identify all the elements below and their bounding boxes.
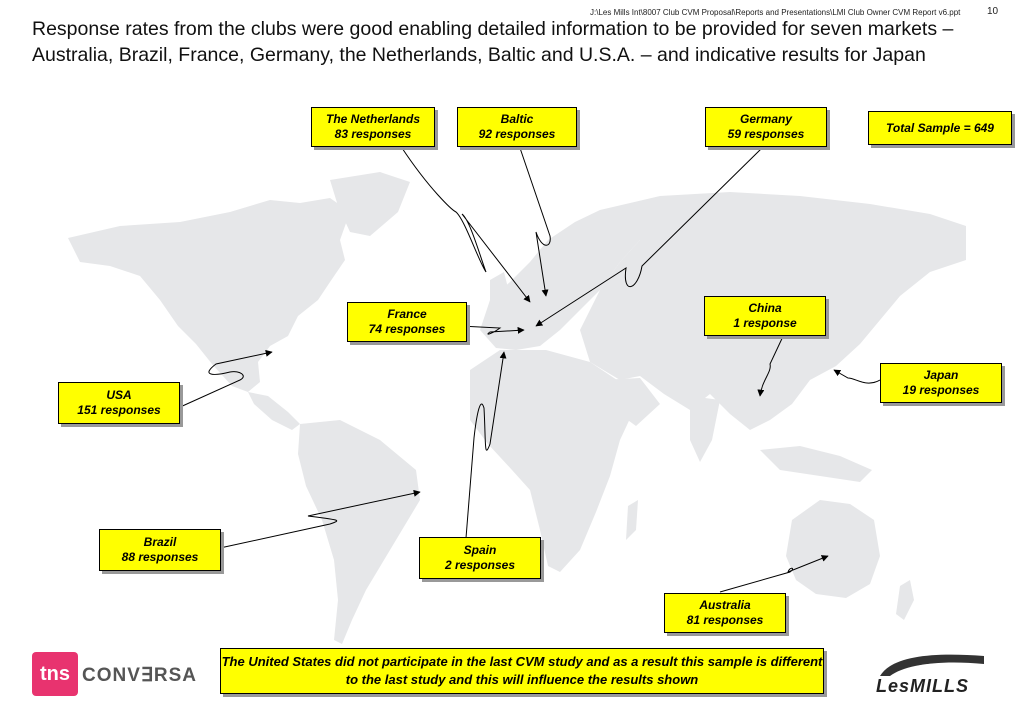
callout-baltic: Baltic 92 responses xyxy=(457,107,577,147)
arabia xyxy=(600,378,660,426)
australia-land xyxy=(786,500,880,598)
japan-land xyxy=(836,306,856,352)
arrow-brazil xyxy=(219,489,421,549)
central-america xyxy=(248,392,300,430)
france-responses: 74 responses xyxy=(368,322,446,336)
callout-usa: USA 151 responses xyxy=(58,382,180,424)
slide-title: Response rates from the clubs were good … xyxy=(32,18,954,66)
page-number: 10 xyxy=(987,6,999,17)
north-america xyxy=(68,198,350,392)
callout-brazil: Brazil 88 responses xyxy=(99,529,221,571)
spain-name: Spain xyxy=(463,543,497,557)
callout-china: China 1 response xyxy=(704,296,826,336)
callout-japan: Japan 19 responses xyxy=(880,363,1002,403)
europe xyxy=(480,210,640,350)
netherlands-responses: 83 responses xyxy=(334,127,412,141)
australia-responses: 81 responses xyxy=(686,613,764,627)
greenland xyxy=(330,172,410,236)
arrow-baltic xyxy=(519,147,551,297)
spain-responses: 2 responses xyxy=(444,558,516,572)
arrow-japan xyxy=(833,369,881,384)
callout-spain: Spain 2 responses xyxy=(419,537,541,579)
brazil-name: Brazil xyxy=(143,535,177,549)
australia-name: Australia xyxy=(699,598,751,612)
brazil-responses: 88 responses xyxy=(121,550,199,564)
callout-france: France 74 responses xyxy=(347,302,467,342)
germany-name: Germany xyxy=(739,112,793,126)
new-zealand xyxy=(896,580,914,620)
germany-responses: 59 responses xyxy=(727,127,805,141)
callout-total-sample: Total Sample = 649 xyxy=(868,111,1012,145)
callout-netherlands: The Netherlands 83 responses xyxy=(311,107,435,147)
footnote-callout: The United States did not participate in… xyxy=(220,648,824,694)
india xyxy=(690,396,720,462)
lesmills-logo: LesMILLS xyxy=(872,650,992,700)
lesmills-swoosh-icon xyxy=(880,654,984,677)
baltic-name: Baltic xyxy=(500,112,534,126)
arrow-australia xyxy=(719,555,829,593)
france-name: France xyxy=(387,307,427,321)
total-sample: Total Sample = 649 xyxy=(886,120,994,135)
japan-responses: 19 responses xyxy=(902,383,980,397)
land-masses xyxy=(68,172,966,644)
arrow-france xyxy=(459,325,525,335)
usa-responses: 151 responses xyxy=(77,403,161,417)
file-path: J:\Les Mills Int\8007 Club CVM Proposal\… xyxy=(590,8,961,17)
netherlands-name: The Netherlands xyxy=(325,112,421,126)
tns-conversa-logo: tns CONV∃RSA xyxy=(32,652,196,698)
arrow-usa xyxy=(177,349,273,409)
callout-australia: Australia 81 responses xyxy=(664,593,786,633)
japan-name: Japan xyxy=(923,368,959,382)
arrow-netherlands xyxy=(401,147,531,303)
china-name: China xyxy=(748,301,782,315)
tns-logo-mark: tns xyxy=(32,652,78,696)
africa xyxy=(470,350,634,572)
arrow-germany xyxy=(535,147,763,327)
china-responses: 1 response xyxy=(733,316,797,330)
south-america xyxy=(298,420,420,644)
arrow-china xyxy=(757,329,787,397)
uk xyxy=(490,272,510,310)
baltic-responses: 92 responses xyxy=(478,127,556,141)
madagascar xyxy=(626,500,638,540)
conversa-wordmark: CONV∃RSA xyxy=(82,665,198,686)
lesmills-wordmark: LesMILLS xyxy=(876,676,970,696)
usa-name: USA xyxy=(106,388,132,402)
callout-germany: Germany 59 responses xyxy=(705,107,827,147)
arrow-spain xyxy=(465,351,507,539)
se-asia-islands xyxy=(760,446,872,482)
